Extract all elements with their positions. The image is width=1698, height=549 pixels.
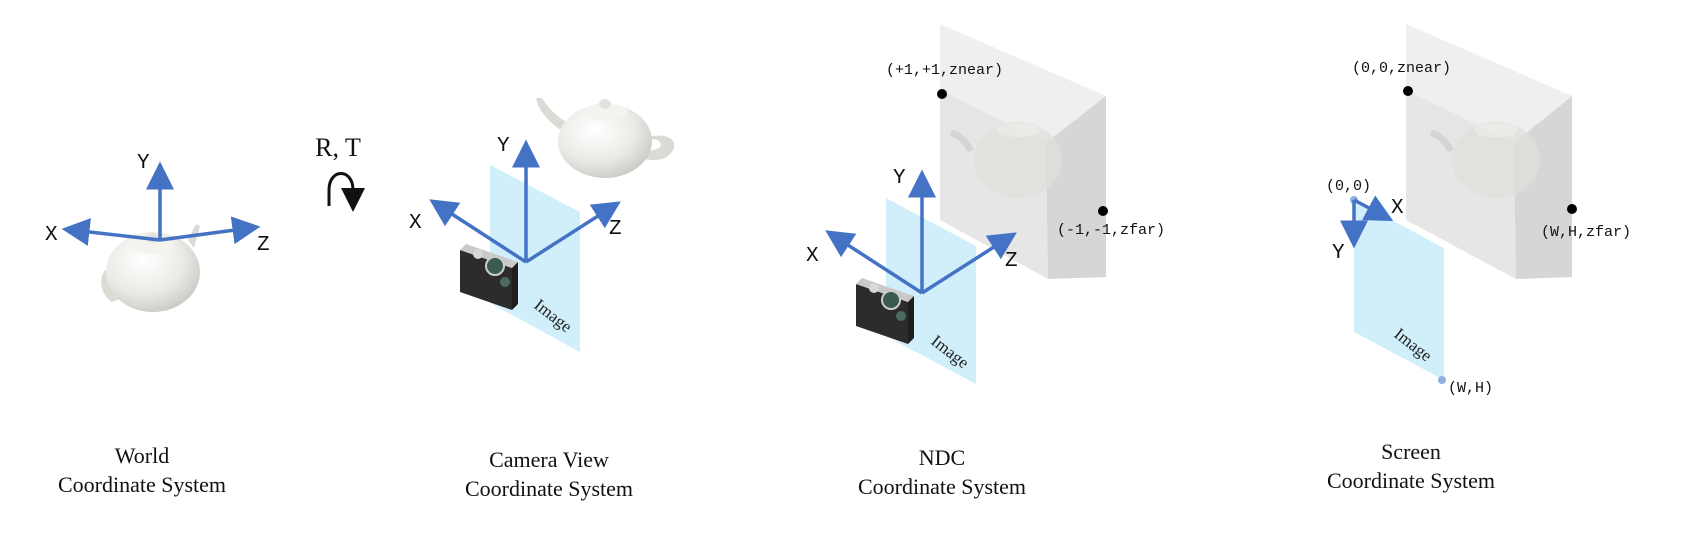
ndc-near-corner-point [937, 89, 947, 99]
ndc-x-axis [825, 230, 923, 295]
screen-x-label: X [1391, 197, 1404, 220]
screen-near-corner-label: (0,0,znear) [1352, 60, 1451, 77]
teapot-icon [950, 122, 1062, 198]
camera-y-label: Y [497, 135, 510, 158]
screen-y-label: Y [1332, 242, 1345, 265]
camera-icon [856, 278, 914, 344]
camera-view-panel: Image Y X Z Camera View Coordinate Syste… [409, 98, 675, 501]
world-panel: Y X Z World Coordinate System [45, 152, 270, 497]
ndc-y-label: Y [893, 167, 906, 190]
screen-far-corner-point [1567, 204, 1577, 214]
camera-caption-line1: Camera View [489, 447, 609, 472]
image-plane [1354, 200, 1444, 380]
curved-arrow-icon [327, 172, 365, 212]
ndc-caption-line2: Coordinate System [858, 474, 1026, 499]
world-z-axis [159, 216, 261, 245]
world-z-label: Z [257, 234, 270, 257]
camera-caption-line2: Coordinate System [465, 476, 633, 501]
transform-group: R, T [315, 133, 365, 212]
world-caption-line2: Coordinate System [58, 472, 226, 497]
ndc-caption-line1: NDC [919, 445, 965, 470]
camera-z-axis [525, 201, 621, 264]
ndc-panel: Image Y X Z (+1,+1,znear) (-1,-1,zfar) N… [806, 24, 1165, 499]
world-x-label: X [45, 224, 58, 247]
screen-image-corner-label: (W,H) [1448, 380, 1493, 397]
world-x-axis [61, 218, 161, 246]
screen-origin-label: (0,0) [1326, 178, 1371, 195]
ndc-far-corner-label: (-1,-1,zfar) [1057, 222, 1165, 239]
transform-label: R, T [315, 133, 361, 162]
camera-icon [460, 244, 518, 310]
screen-x-axis [1353, 195, 1394, 221]
ndc-x-label: X [806, 245, 819, 268]
ndc-near-corner-label: (+1,+1,znear) [886, 62, 1003, 79]
screen-caption-line1: Screen [1381, 439, 1441, 464]
screen-far-corner-label: (W,H,zfar) [1541, 224, 1631, 241]
teapot-icon [1430, 122, 1540, 198]
camera-z-label: Z [609, 218, 622, 241]
world-y-label: Y [137, 152, 150, 175]
ndc-z-label: Z [1005, 250, 1018, 273]
world-caption-line1: World [115, 443, 169, 468]
teapot-icon [536, 98, 675, 178]
camera-x-label: X [409, 212, 422, 235]
screen-image-corner-point [1438, 376, 1446, 384]
screen-near-corner-point [1403, 86, 1413, 96]
teapot-icon [101, 224, 200, 312]
camera-x-axis [429, 199, 527, 264]
ndc-z-axis [921, 232, 1017, 295]
screen-panel: Image X Y (0,0) (W,H) (0,0,znear) (W,H,z… [1326, 24, 1631, 493]
screen-caption-line2: Coordinate System [1327, 468, 1495, 493]
ndc-far-corner-point [1098, 206, 1108, 216]
